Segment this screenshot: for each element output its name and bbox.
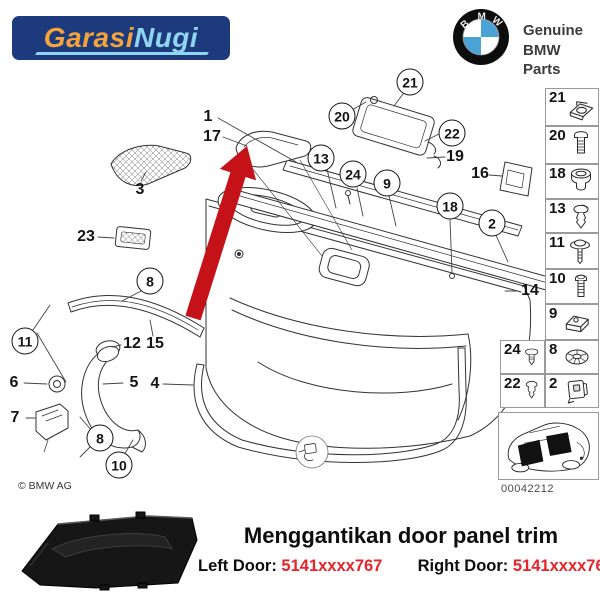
footer-part-numbers: Left Door: 5141xxxx767 Right Door: 5141x…	[198, 557, 600, 576]
svg-text:M: M	[478, 12, 486, 23]
logo-text-garasi: Garasi	[43, 22, 134, 53]
parts-cell-20: 20	[545, 126, 599, 164]
footer-title: Menggantikan door panel trim	[243, 523, 559, 548]
callout-20: 20	[328, 102, 356, 130]
callout-21: 21	[396, 68, 424, 96]
callout-19: 19	[446, 148, 464, 165]
washer-screw-icon	[570, 239, 591, 264]
expanding-rivet-icon	[573, 204, 589, 229]
hex-bolt-icon	[573, 131, 588, 154]
parts-cell-22: 22	[500, 374, 545, 408]
car-location-icon	[507, 422, 590, 473]
parts-cell-9: 9	[545, 304, 599, 340]
parts-cell-18: 18	[545, 164, 599, 199]
left-door-number: 5141xxxx767	[281, 557, 383, 575]
callout-6: 6	[9, 374, 19, 391]
callout-3: 3	[135, 181, 145, 198]
callout-1: 1	[203, 108, 213, 125]
logo-underline	[35, 52, 209, 55]
callout-4: 4	[150, 375, 160, 392]
push-rivet-icon	[524, 348, 538, 366]
parts-cell-11: 11	[545, 233, 599, 269]
clip-nut-icon	[569, 101, 594, 121]
callout-12: 12	[123, 335, 141, 352]
parts-cell-24: 24	[500, 340, 545, 374]
callout-18: 18	[436, 192, 464, 220]
callout-8-bottom: 8	[86, 424, 114, 452]
expanding-clip-icon	[525, 380, 538, 399]
callout-24: 24	[339, 160, 367, 188]
logo-text-nugi: Nugi	[133, 22, 199, 53]
car-location-cell	[498, 412, 599, 480]
callout-15: 15	[146, 335, 164, 352]
part-photo	[21, 511, 198, 591]
callout-22: 22	[438, 119, 466, 147]
callout-8-top: 8	[136, 267, 164, 295]
parts-cell-13: 13	[545, 199, 599, 233]
spring-washer-icon	[565, 349, 589, 365]
sheet-metal-clip-icon	[565, 315, 589, 333]
parts-cell-10: 10	[545, 269, 599, 304]
callout-2: 2	[478, 209, 506, 237]
genuine-bmw-parts-text: Genuine BMW Parts	[523, 22, 584, 78]
callout-13: 13	[307, 144, 335, 172]
left-door-label: Left Door:	[198, 557, 277, 575]
callout-11: 11	[11, 327, 39, 355]
callout-16: 16	[471, 165, 489, 182]
callout-14: 14	[521, 282, 539, 299]
bmw-copyright: © BMW AG	[18, 480, 72, 492]
callout-23: 23	[77, 228, 95, 245]
drawing-number: 00042212	[501, 483, 554, 495]
callout-10: 10	[105, 451, 133, 479]
right-door-number: 5141xxxx768	[512, 557, 600, 575]
bolt-icon	[574, 274, 587, 297]
callout-7: 7	[10, 409, 20, 426]
bmw-roundel-icon: B M W	[453, 9, 509, 65]
grommet-icon	[570, 168, 591, 191]
callout-9: 9	[373, 169, 401, 197]
parts-cell-2: 2	[545, 374, 599, 408]
plastic-clip-icon	[567, 380, 588, 404]
callout-5: 5	[129, 374, 139, 391]
callout-17: 17	[203, 128, 221, 145]
right-door-label: Right Door:	[417, 557, 509, 575]
parts-cell-8: 8	[545, 340, 599, 374]
door-panel-drawing	[23, 89, 553, 469]
red-arrow	[185, 146, 257, 321]
parts-cell-21: 21	[545, 88, 599, 126]
